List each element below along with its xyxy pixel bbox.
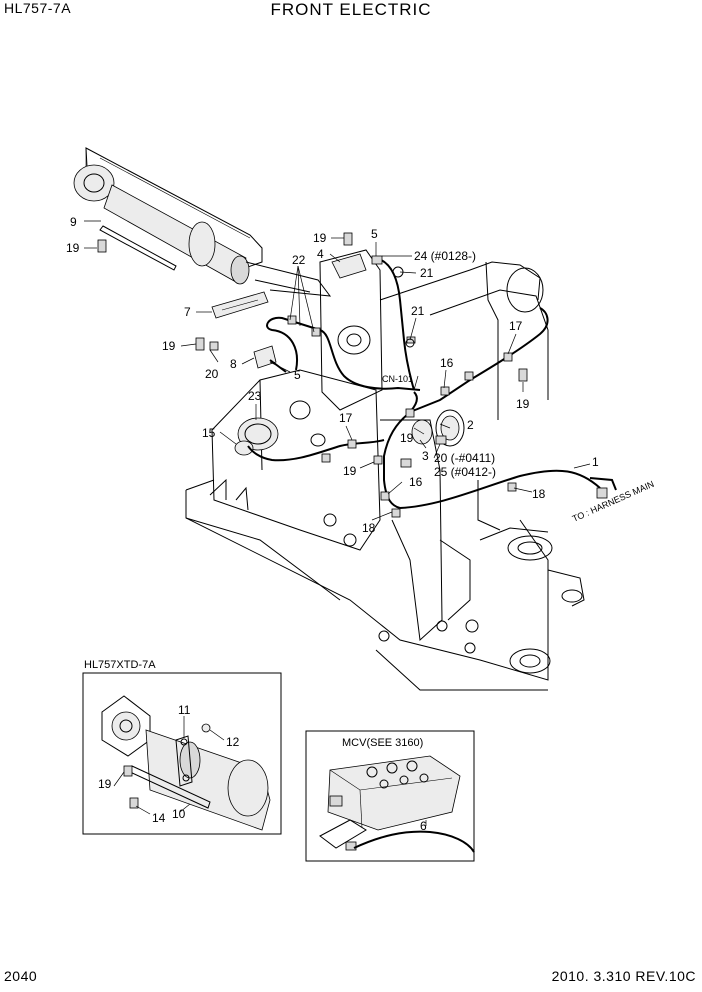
callout-19: 19: [98, 777, 112, 791]
callout-7: 7: [184, 305, 191, 319]
page-title: FRONT ELECTRIC: [270, 0, 432, 19]
callout-19: 19: [343, 464, 357, 478]
callout-15: 15: [202, 426, 216, 440]
callout-1: 1: [592, 455, 599, 469]
callout-12: 12: [226, 735, 240, 749]
callout-19: 19: [313, 231, 327, 245]
revision-info: 2010. 3.310 REV.10C: [551, 968, 696, 984]
callout-16: 16: [409, 475, 423, 489]
inset-xtd: HL757XTD-7A 11 12 19 14 10: [82, 659, 282, 835]
inset-mcv-label: MCV(SEE 3160): [342, 737, 423, 749]
callout-25: 25 (#0412-): [434, 465, 496, 479]
callout-19: 19: [516, 397, 530, 411]
callout-18: 18: [362, 521, 376, 535]
callout-17: 17: [339, 411, 353, 425]
callout-9: 9: [70, 215, 77, 229]
inset-mcv-frame: [305, 730, 475, 862]
callout-14: 14: [152, 811, 166, 825]
main-frame-outline: [185, 249, 585, 691]
callout-16: 16: [440, 356, 454, 370]
callout-20: 20: [205, 367, 219, 381]
callout-8: 8: [230, 357, 237, 371]
fasteners: [97, 232, 608, 518]
callout-3: 3: [422, 449, 429, 463]
callout-21: 21: [420, 266, 434, 280]
callout-5: 5: [294, 368, 301, 382]
callout-11: 11: [178, 703, 191, 717]
callout-6: 6: [420, 819, 427, 833]
callout-21: 21: [411, 304, 425, 318]
callout-4: 4: [317, 247, 324, 261]
callout-20: 20 (-#0411): [434, 451, 495, 465]
inset-mcv: MCV(SEE 3160) 6: [305, 730, 475, 862]
callout-19: 19: [400, 431, 414, 445]
callout-5: 5: [371, 227, 378, 241]
boom-arm-outline: [73, 147, 332, 297]
callout-2: 2: [467, 418, 474, 432]
callout-10: 10: [172, 807, 186, 821]
callout-17: 17: [509, 319, 523, 333]
wire-harness: [247, 257, 617, 509]
callout-23: 23: [248, 389, 262, 403]
bracket-parts: [99, 225, 367, 369]
callout-18: 18: [532, 487, 546, 501]
connector-label: CN-101: [382, 374, 413, 384]
work-lamp: [234, 417, 279, 456]
callout-19: 19: [66, 241, 80, 255]
inset-xtd-label: HL757XTD-7A: [84, 659, 156, 671]
inset-xtd-frame: [82, 672, 282, 835]
leader-lines: [84, 220, 591, 521]
callout-22: 22: [292, 253, 306, 267]
callout-19: 19: [162, 339, 176, 353]
page-number: 2040: [4, 968, 38, 984]
callout-24: 24 (#0128-): [414, 249, 476, 263]
model-code: HL757-7A: [4, 0, 72, 16]
